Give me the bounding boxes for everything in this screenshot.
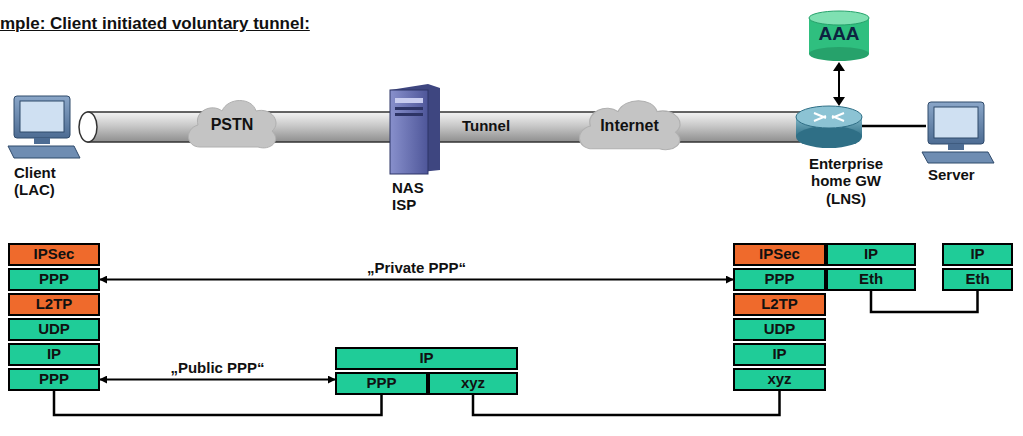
protocol-name: Eth [859,271,883,288]
client-computer [8,96,80,158]
device-label: NAS ISP [392,179,432,214]
protocol-name: IP [419,350,433,367]
protocol-name: L2TP [761,296,798,313]
protocol-layer-box: IP [942,243,1013,266]
protocol-layer-box: IP [826,243,916,266]
edge-label: „Public PPP“ [168,359,266,376]
nas-server [390,84,440,174]
link-wire [54,391,382,415]
edge-label: „Private PPP“ [365,259,468,276]
protocol-name: PPP [39,371,69,388]
protocol-layer-box: IPSec [733,243,826,266]
protocol-name: xyz [767,371,791,388]
protocol-name: IPSec [759,246,800,263]
device-label: Server [928,166,998,183]
protocol-layer-box: PPP [335,372,428,395]
protocol-layer-box: PPP [8,268,100,291]
network-name: Internet [600,117,659,135]
protocol-name: UDP [38,321,70,338]
protocol-layer-box: IPSec [8,243,100,266]
ppp-session-arrow [100,279,733,281]
protocol-name: L2TP [36,296,73,313]
protocol-name: PPP [366,375,396,392]
network-cloud: Internet [572,95,687,157]
device-label: Client (LAC) [14,164,74,199]
protocol-layer-box: IP [335,347,518,370]
router-symbol [796,106,862,148]
ppp-session-arrow [100,379,335,381]
aaa-database: AAA [808,10,870,62]
protocol-name: PPP [764,271,794,288]
protocol-name: IP [970,246,984,263]
protocol-name: IP [864,246,878,263]
protocol-layer-box: xyz [733,368,826,391]
protocol-layer-box: PPP [8,368,100,391]
protocol-name: UDP [764,321,796,338]
lan-wire [862,125,926,128]
protocol-name: xyz [461,375,485,392]
server-computer [922,102,994,163]
protocol-name: PPP [39,271,69,288]
network-name: PSTN [211,116,254,134]
protocol-layer-box: xyz [428,372,518,395]
protocol-name: IPSec [34,246,75,263]
device-label: Enterprise home GW (LNS) [796,155,896,207]
protocol-layer-box: Eth [942,268,1013,291]
protocol-name: Eth [965,271,989,288]
device-label: Tunnel [462,117,532,134]
link-wire [473,391,780,415]
protocol-layer-box: L2TP [8,293,100,316]
protocol-layer-box: IP [8,343,100,366]
protocol-layer-box: Eth [826,268,916,291]
protocol-layer-box: UDP [8,318,100,341]
protocol-layer-box: L2TP [733,293,826,316]
protocol-layer-box: IP [733,343,826,366]
network-cloud: PSTN [182,95,282,155]
protocol-name: IP [47,346,61,363]
protocol-layer-box: PPP [733,268,826,291]
link-wire [871,291,978,312]
server-name: AAA [818,24,859,45]
protocol-name: IP [772,346,786,363]
aaa-link-arrow [833,62,845,106]
diagram-title: mple: Client initiated voluntary tunnel: [0,14,310,34]
protocol-layer-box: UDP [733,318,826,341]
